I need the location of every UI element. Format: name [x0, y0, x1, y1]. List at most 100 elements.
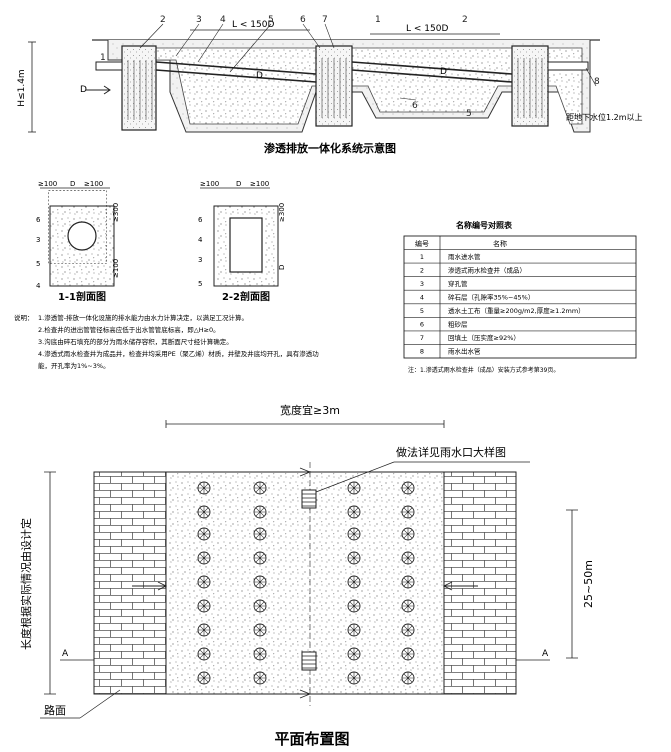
plant-symbol	[253, 505, 267, 519]
section-mark-right: A	[542, 649, 549, 659]
groundwater-label: 距地下水位1.2m以上	[566, 112, 643, 122]
well-1	[121, 45, 157, 131]
callout-1: 1	[375, 15, 381, 25]
svg-text:5: 5	[36, 260, 40, 268]
inlet-pipe	[95, 61, 123, 71]
legend-row-name: 回填土（压实度≥92%）	[448, 333, 520, 342]
spacing-label-2: L < 150D	[406, 24, 448, 34]
legend-title: 名称编号对照表	[456, 220, 513, 230]
plant-symbol	[347, 527, 361, 541]
height-label: H≤1.4m	[17, 69, 27, 106]
note-line-3: 3.沟底由碎石填充的部分为雨水储存容积，其断面尺寸经计算确定。	[38, 337, 233, 346]
callout-6: 6	[300, 15, 306, 25]
system-schematic: H≤1.4m L < 150D L < 150D D D D 2 3 4 5 6…	[17, 15, 643, 155]
section-1-1-pipe	[67, 221, 97, 251]
section-1-1-title: 1-1剖面图	[58, 290, 106, 303]
plant-symbol	[197, 671, 211, 685]
plan-width-label: 宽度宜≥3m	[280, 403, 340, 417]
svg-text:3: 3	[36, 236, 40, 244]
plant-symbol	[197, 599, 211, 613]
legend-row-name: 穿孔管	[448, 279, 468, 288]
plant-symbol	[253, 527, 267, 541]
svg-text:≥100: ≥100	[38, 180, 57, 188]
svg-text:≥300: ≥300	[112, 203, 120, 222]
svg-text:D: D	[278, 265, 286, 270]
rain-inlet-top	[301, 489, 317, 509]
schematic-title: 渗透排放一体化系统示意图	[264, 141, 396, 155]
plant-symbol	[401, 575, 415, 589]
plant-symbol	[197, 505, 211, 519]
legend-row-name: 渗透式雨水检查井（成品）	[448, 265, 526, 274]
callout-3: 3	[196, 15, 202, 25]
note-line-5: 能，开孔率为1%~3%。	[38, 361, 110, 370]
section-2-2-well	[229, 217, 263, 273]
legend-row-name: 透水土工布（重量≥200g/m2,厚度≥1.2mm）	[448, 306, 585, 315]
plant-symbol	[401, 647, 415, 661]
legend-row-no: 2	[420, 266, 424, 274]
legend-row-name: 雨水出水管	[448, 347, 481, 356]
plant-symbol	[401, 599, 415, 613]
section-2-2-title: 2-2剖面图	[222, 290, 270, 303]
legend-row-no: 6	[420, 321, 424, 329]
road-strip-right	[443, 471, 517, 695]
notes-block: 说明： 1.渗透管-排放一体化设施的排水能力由水力计算决定，以满足工况计算。 2…	[14, 313, 319, 370]
svg-text:≥100: ≥100	[112, 259, 120, 278]
plant-symbol	[401, 481, 415, 495]
plant-symbol	[347, 575, 361, 589]
note-line-1: 1.渗透管-排放一体化设施的排水能力由水力计算决定，以满足工况计算。	[38, 313, 248, 322]
legend-row-no: 5	[420, 307, 424, 315]
callout-7: 7	[322, 15, 328, 25]
plant-symbol	[253, 671, 267, 685]
svg-text:4: 4	[198, 236, 203, 244]
flow-arrow-left	[132, 581, 168, 591]
section-mark-left: A	[62, 649, 69, 659]
spacing-label-1: L < 150D	[232, 20, 274, 30]
legend-row-name: 雨水进水管	[448, 252, 481, 261]
legend-row-name: 粗砂层	[448, 320, 468, 329]
callout-2: 2	[160, 15, 166, 25]
svg-text:≥100: ≥100	[250, 180, 269, 188]
plant-symbol	[347, 505, 361, 519]
note-line-2: 2.检查井的进出管管径标高应低于出水管管底标高，即△H≥0。	[38, 325, 220, 334]
d-label-3: D	[440, 67, 447, 77]
d-label-1: D	[80, 85, 87, 95]
svg-text:≥300: ≥300	[278, 203, 286, 222]
plant-symbol	[401, 505, 415, 519]
legend-row-no: 1	[420, 253, 424, 261]
plan-title: 平面布置图	[274, 730, 349, 748]
gravel-layer	[123, 47, 583, 125]
plan-spacing-label: 25~50m	[582, 560, 595, 608]
callout-8: 8	[594, 77, 600, 87]
legend-row-no: 8	[420, 348, 424, 356]
road-label: 路面	[44, 704, 66, 717]
legend-row-no: 3	[420, 280, 424, 288]
svg-text:≥100: ≥100	[84, 180, 103, 188]
plant-symbol	[347, 551, 361, 565]
plant-symbol	[253, 551, 267, 565]
callout-2b: 2	[462, 15, 468, 25]
plant-symbol	[347, 599, 361, 613]
svg-text:4: 4	[36, 282, 41, 290]
legend-header-no: 编号	[415, 239, 429, 248]
plant-symbol	[197, 575, 211, 589]
callout-5b: 5	[466, 109, 472, 119]
plant-symbol	[401, 527, 415, 541]
rain-inlet-bottom	[301, 651, 317, 671]
plant-symbol	[347, 623, 361, 637]
perforated-pipe-b	[351, 61, 513, 75]
outlet-pipe	[547, 61, 589, 71]
plant-symbol	[197, 551, 211, 565]
callout-4: 4	[220, 15, 226, 25]
plant-symbol	[401, 623, 415, 637]
svg-text:6: 6	[36, 216, 41, 224]
inlet-detail-label: 做法详见雨水口大样图	[396, 445, 506, 459]
plant-symbol	[253, 647, 267, 661]
legend-row-name: 碎石层（孔隙率35%~45%）	[448, 292, 534, 301]
flow-arrow-right	[442, 581, 478, 591]
plant-symbol	[253, 575, 267, 589]
svg-text:≥100: ≥100	[200, 180, 219, 188]
legend-row-no: 4	[420, 293, 424, 301]
